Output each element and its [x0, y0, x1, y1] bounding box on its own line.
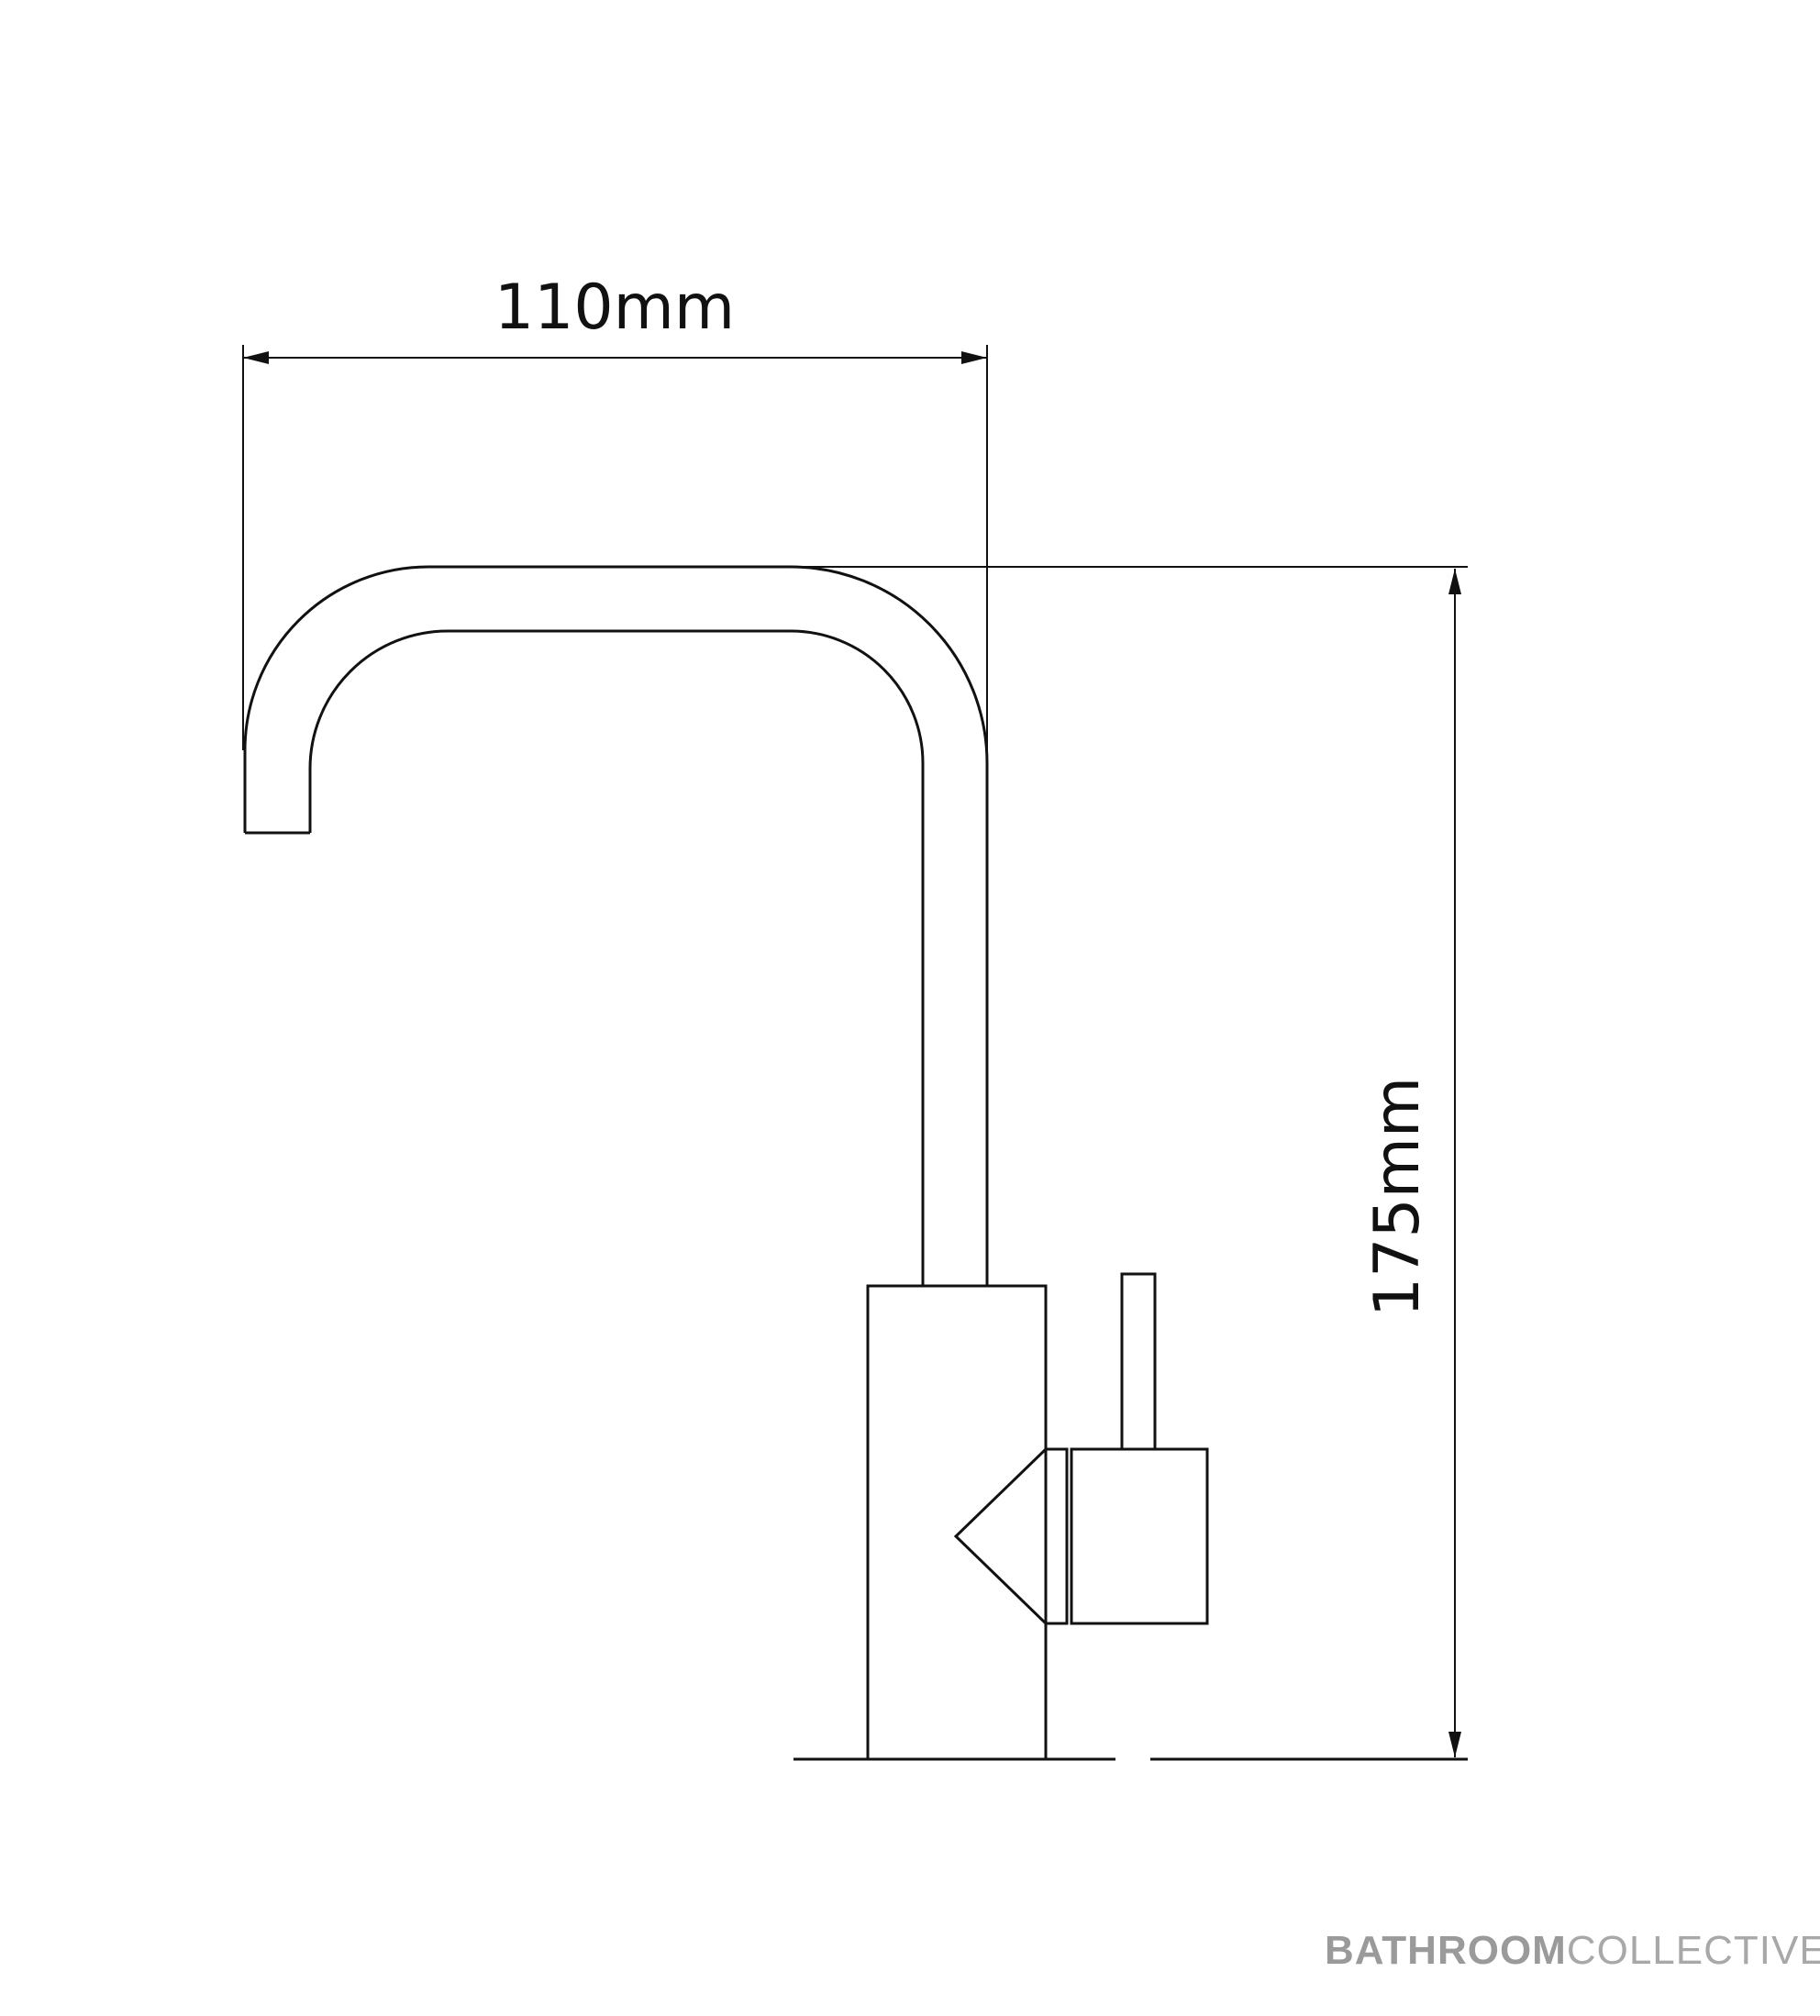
brand-logo: BATHROOMCOLLECTIVE [1325, 1928, 1820, 1974]
handle-lever [1120, 1272, 1157, 1451]
height-label: 175mm [1361, 1077, 1434, 1317]
tap-body [866, 1284, 1048, 1761]
brand-part2: COLLECTIVE [1566, 1928, 1820, 1973]
spout-outline [243, 565, 989, 1286]
handle-pointer [953, 1447, 1069, 1625]
width-label: 110mm [494, 271, 735, 344]
brand-part1: BATHROOM [1325, 1928, 1567, 1973]
handle-cylinder [1070, 1447, 1209, 1625]
